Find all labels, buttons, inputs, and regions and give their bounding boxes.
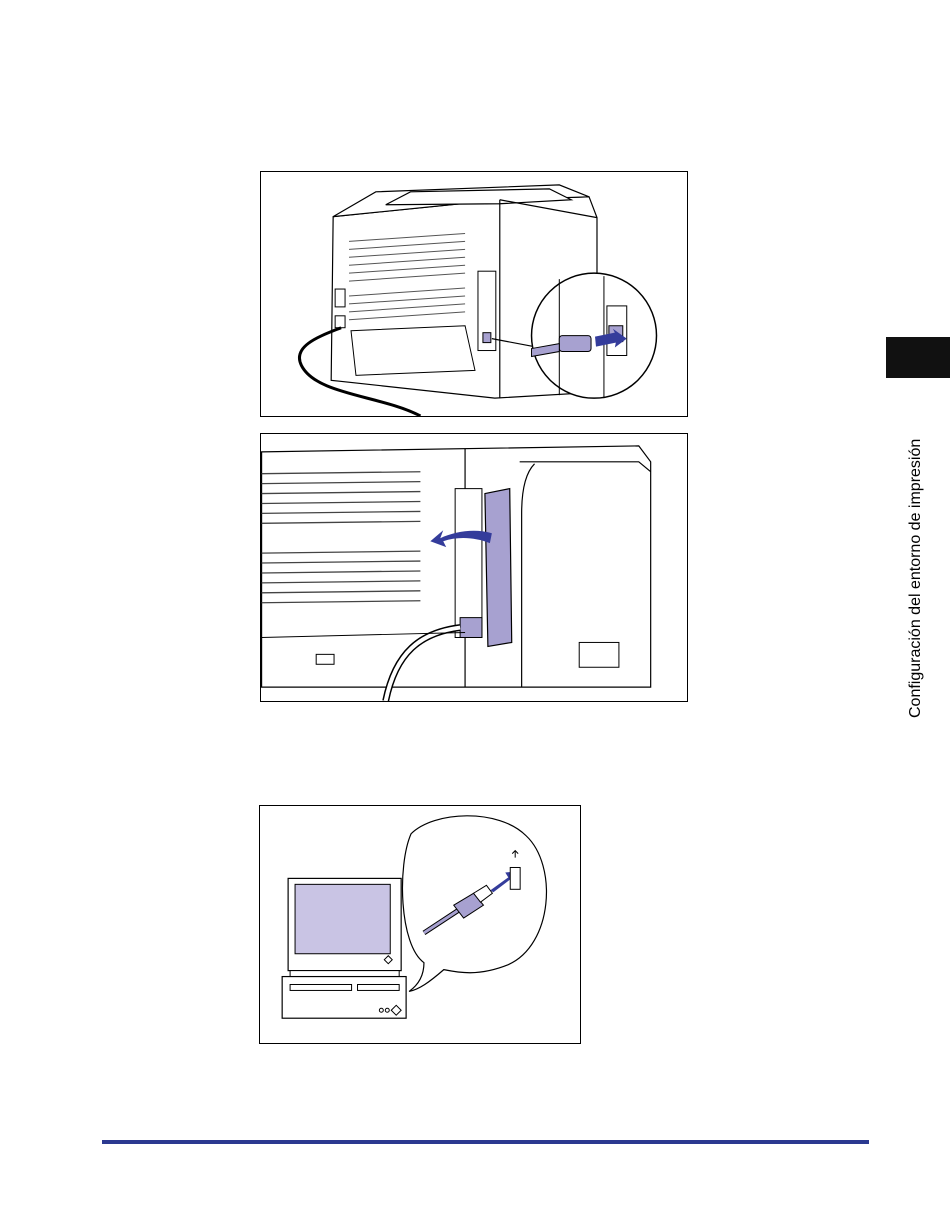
port-opening <box>455 489 482 638</box>
printer-rear-drawing <box>261 172 687 416</box>
printer-rear-illustration <box>260 171 688 417</box>
bottom-grille <box>579 642 619 667</box>
computer-illustration <box>259 805 581 1044</box>
footer-rule <box>102 1131 869 1135</box>
computer-usb-port <box>510 867 520 889</box>
printer-detail-drawing <box>261 434 687 701</box>
monitor <box>288 878 401 976</box>
power-switch <box>335 289 345 307</box>
desktop-unit <box>282 977 406 1019</box>
rear-tray <box>351 326 475 376</box>
side-chapter-title: Configuración del entorno de impresión <box>906 439 926 718</box>
power-socket <box>335 316 345 328</box>
port-cover <box>485 489 512 647</box>
computer-drawing <box>260 806 580 1043</box>
zoom-inset <box>532 273 657 398</box>
printer-port-detail-illustration <box>260 433 688 702</box>
chapter-tab <box>886 337 950 378</box>
usb-port <box>483 333 491 343</box>
usb-port-detail <box>460 618 482 638</box>
